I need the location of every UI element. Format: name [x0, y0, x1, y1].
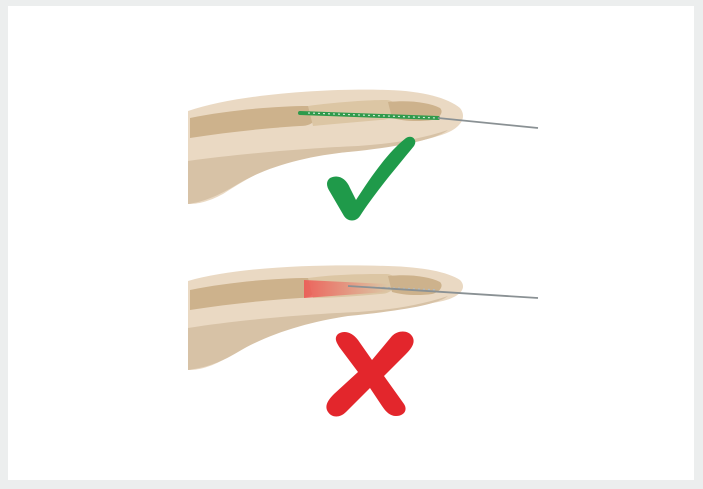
cross-icon	[326, 332, 413, 417]
finger-illustration-incorrect	[8, 236, 694, 436]
panel-incorrect	[8, 236, 694, 436]
figure-frame	[8, 6, 694, 480]
